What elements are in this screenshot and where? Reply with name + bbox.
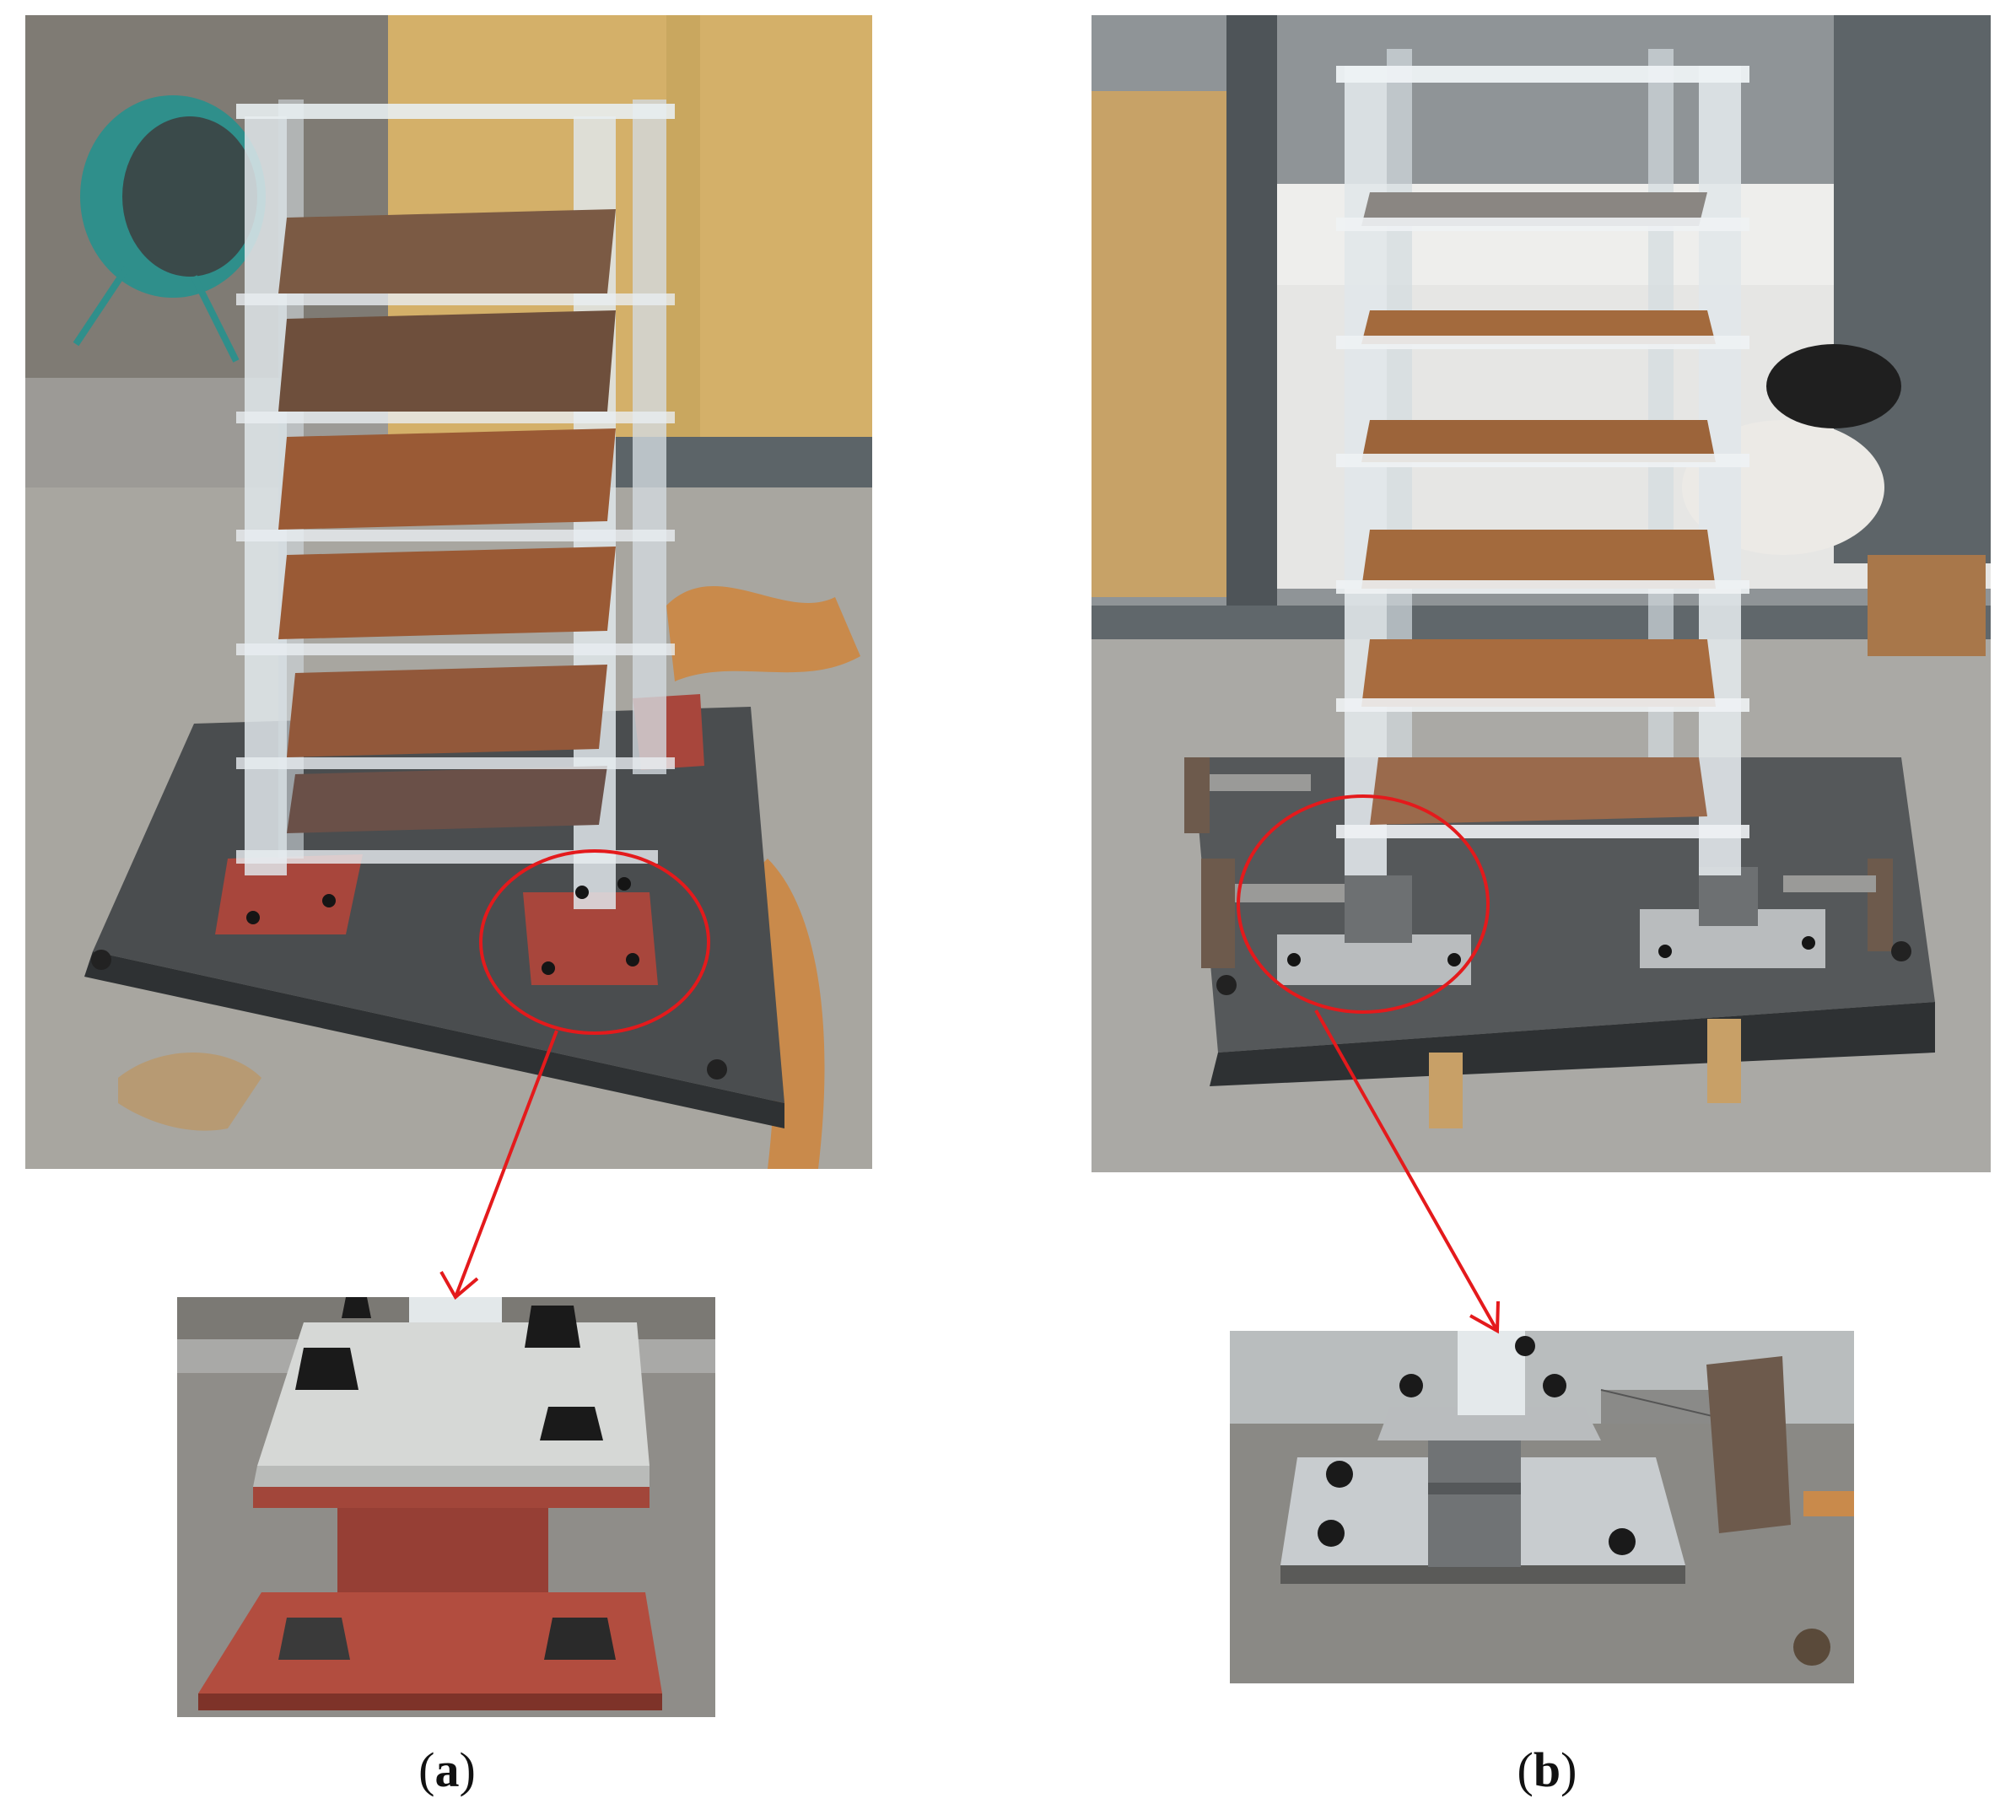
arrowhead-b	[1469, 1300, 1500, 1334]
caption-b: (b)	[1517, 1742, 1577, 1797]
arrowhead-a	[439, 1271, 479, 1300]
detail-b-spring-bearing-support	[1230, 1331, 1854, 1683]
detail-a-rigid-support	[177, 1297, 715, 1717]
photo-b-model-on-spring-base	[1092, 15, 1991, 1172]
photo-a-model-on-steel-base	[25, 15, 872, 1169]
caption-a: (a)	[418, 1742, 476, 1797]
